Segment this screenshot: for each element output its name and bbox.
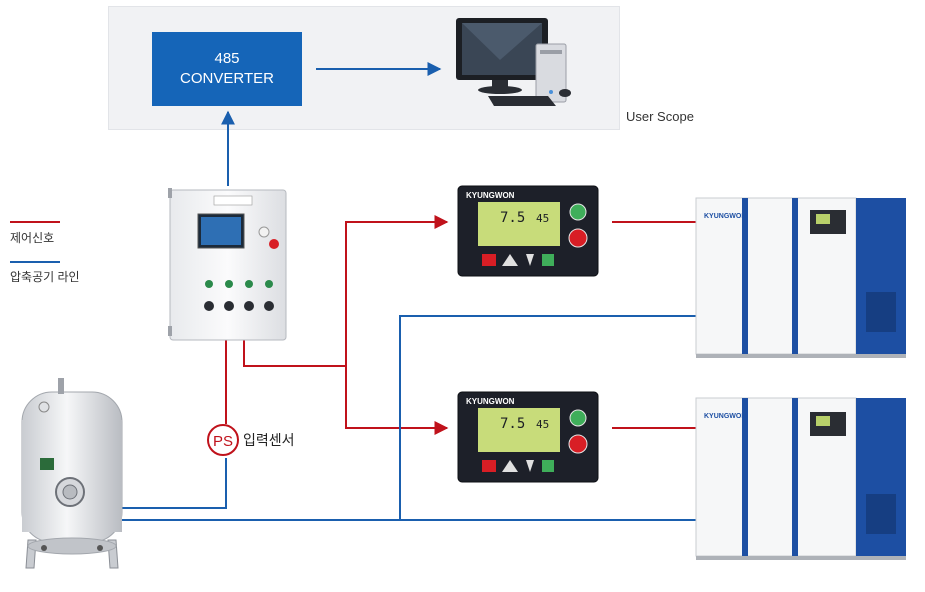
legend-air-label: 압축공기 라인	[10, 270, 80, 284]
user-scope-label: User Scope	[626, 109, 694, 124]
controller-reading-main: 7.5	[500, 210, 525, 226]
air-lines	[120, 315, 700, 521]
pc-icon	[456, 18, 571, 106]
compressor-brand: KYUNGWON	[704, 413, 746, 420]
compressor-1	[695, 197, 906, 358]
controller-reading-sub: 45	[536, 418, 549, 431]
compressor-brand: KYUNGWON	[704, 213, 746, 220]
controller-unit-1	[457, 185, 599, 277]
controller-brand: KYUNGWON	[466, 397, 515, 406]
compressor-2	[695, 397, 906, 560]
controller-reading-main: 7.5	[500, 416, 525, 432]
control-panel-cabinet	[168, 188, 287, 341]
pressure-sensor-symbol: PS	[213, 433, 233, 450]
pressure-sensor-label: 입력센서	[243, 432, 295, 448]
air-receiver-tank	[21, 378, 123, 569]
controller-brand: KYUNGWON	[466, 191, 515, 200]
legend-control-label: 제어신호	[10, 231, 54, 245]
pressure-sensor-icon	[207, 424, 239, 456]
converter-line1: 485	[214, 50, 240, 67]
converter-line2: CONVERTER	[180, 70, 274, 87]
rs485-converter-box: 485 CONVERTER	[152, 32, 302, 106]
controller-reading-sub: 45	[536, 212, 549, 225]
controller-unit-2	[457, 391, 599, 483]
